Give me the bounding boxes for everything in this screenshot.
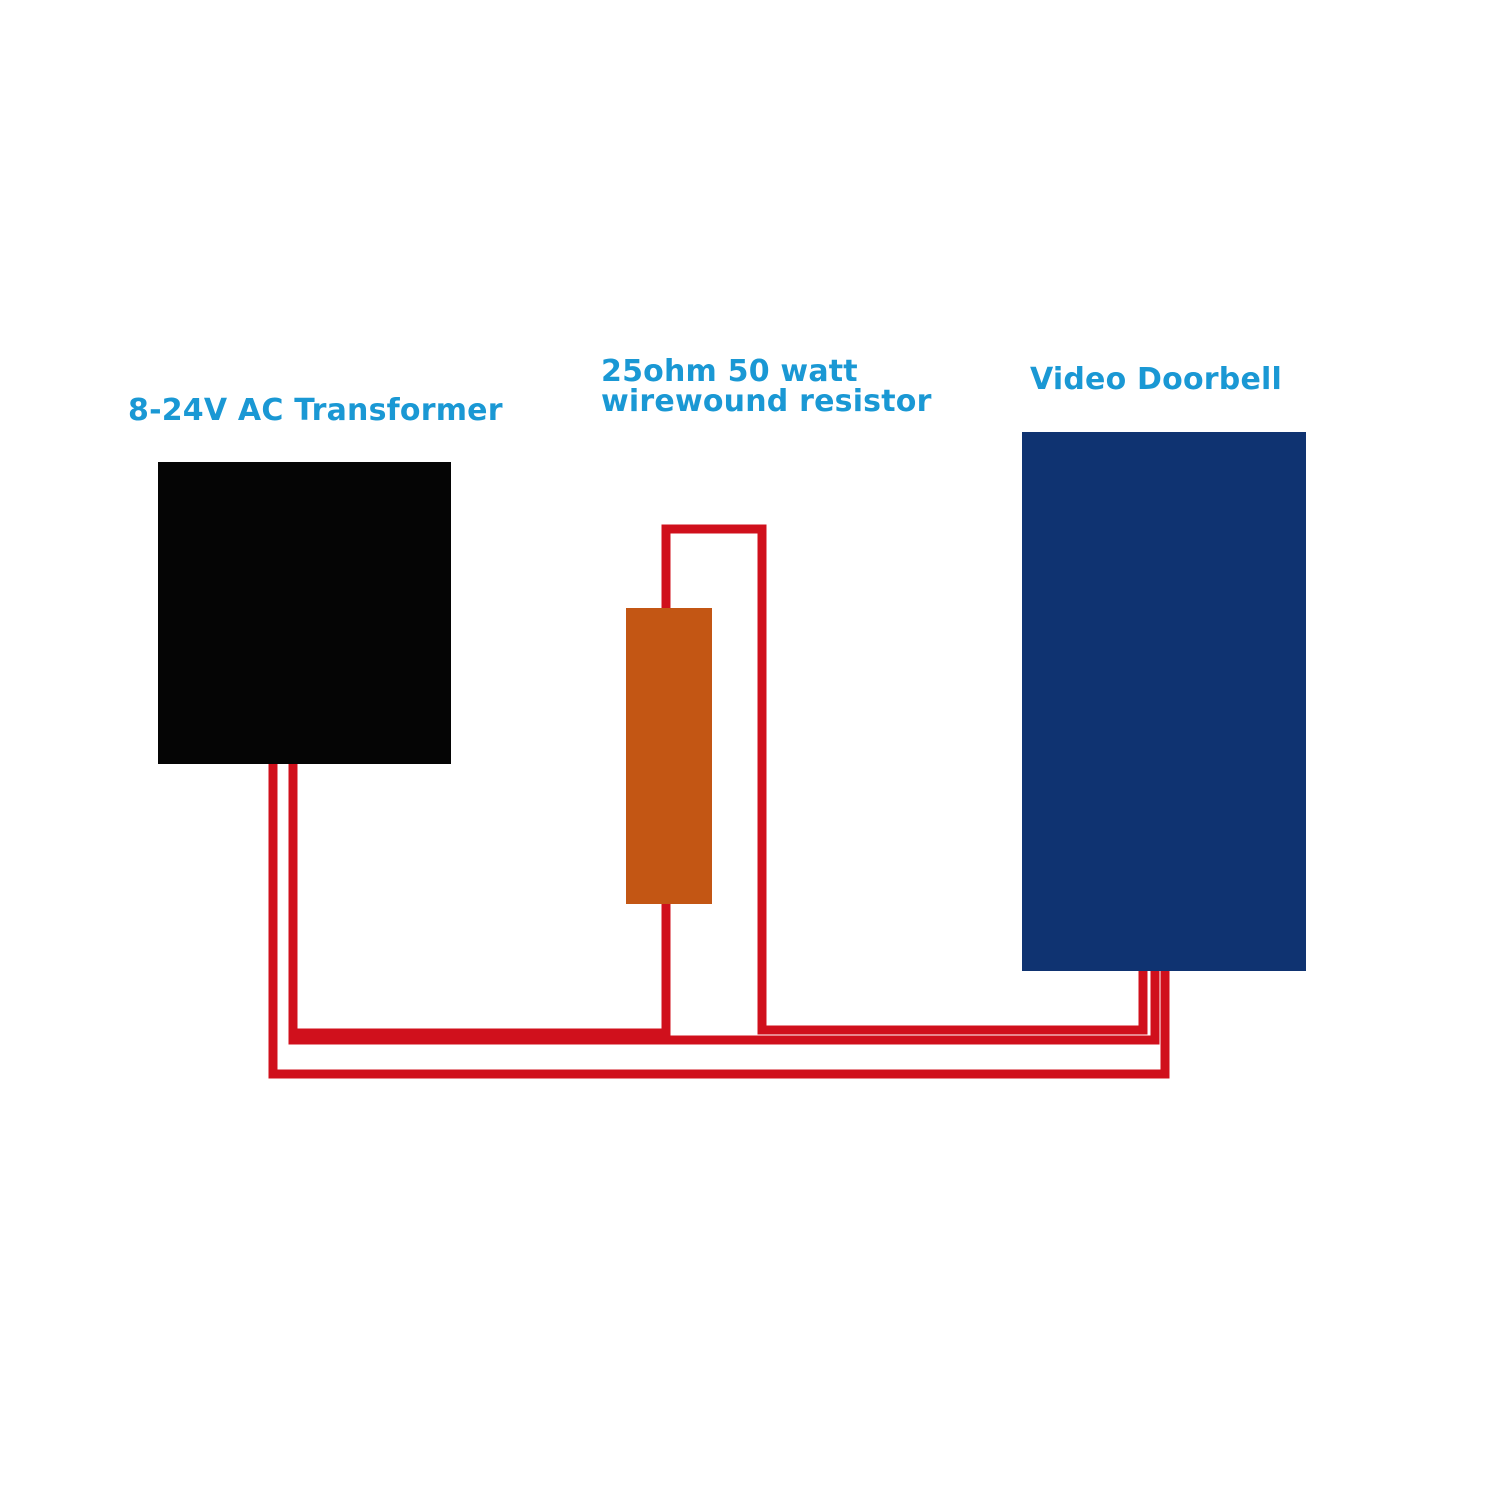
doorbell-label: Video Doorbell bbox=[1030, 362, 1282, 397]
wire-doorbell-middle-lead bbox=[288, 971, 1160, 1045]
resistor-label-line1: 25ohm 50 watt bbox=[601, 354, 858, 389]
transformer-label: 8-24V AC Transformer bbox=[128, 393, 503, 428]
wire-transformer-to-resistor bbox=[288, 764, 671, 1038]
wire-transformer-to-doorbell bbox=[268, 764, 1170, 1079]
resistor-label-line2: wirewound resistor bbox=[601, 384, 932, 419]
doorbell-block bbox=[1022, 432, 1306, 971]
wire-resistor-to-doorbell bbox=[661, 524, 1148, 1035]
resistor-label: 25ohm 50 watt wirewound resistor bbox=[601, 357, 932, 417]
resistor-block bbox=[626, 608, 712, 904]
transformer-block bbox=[158, 462, 451, 764]
